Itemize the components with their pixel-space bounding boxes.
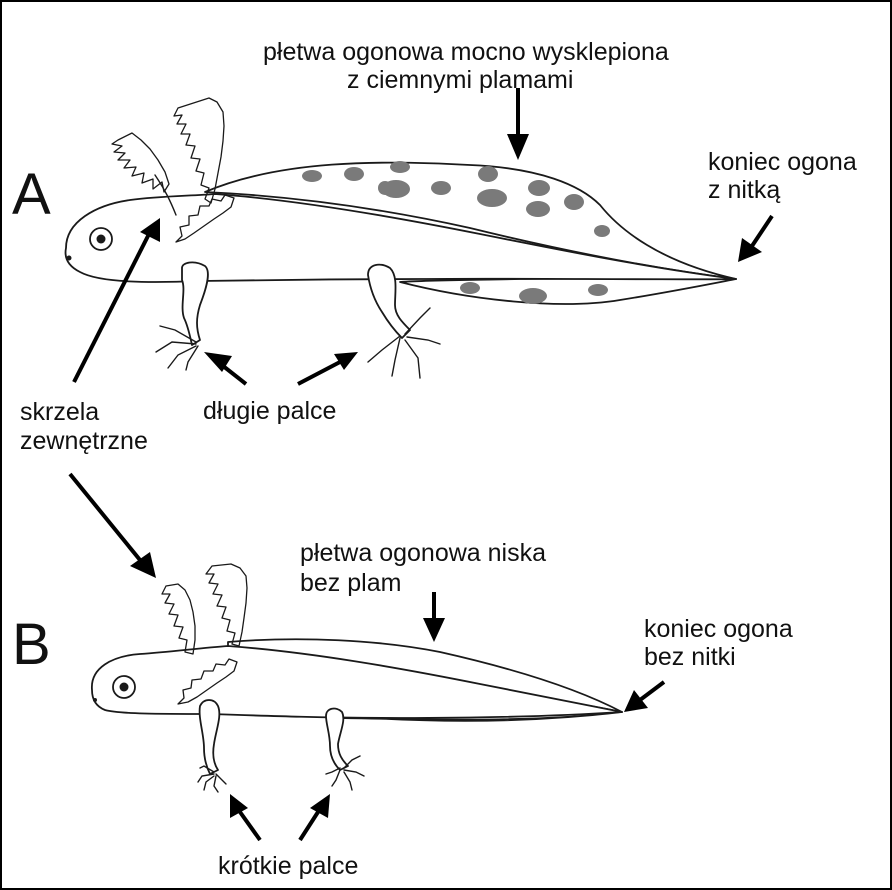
- axolotl-b-back-toes: [326, 756, 364, 790]
- fin-b-label-line2: bez plam: [300, 569, 401, 597]
- arrow-toes-b-2: [300, 812, 318, 840]
- axolotl-a-back-toes: [368, 308, 440, 378]
- arrow-gills-b: [70, 474, 140, 560]
- axolotl-b-gill-2: [206, 564, 247, 646]
- tail-b-label-line2: bez nitki: [644, 643, 736, 671]
- tail-a-label-line1: koniec ogona: [708, 148, 857, 176]
- gills-label-line2: zewnętrzne: [20, 427, 148, 455]
- tail-b-label-line1: koniec ogona: [644, 615, 793, 643]
- arrow-tail-a: [752, 216, 772, 246]
- figure-label-a: A: [12, 162, 51, 227]
- fin-a-label-line2: z ciemnymi plamami: [347, 66, 573, 94]
- axolotl-b-front-leg: [200, 700, 220, 774]
- axolotl-a: [66, 98, 736, 378]
- axolotl-b-gill-1: [162, 584, 195, 654]
- fin-b-label-line1: płetwa ogonowa niska: [300, 539, 546, 567]
- axolotl-b: [92, 564, 622, 792]
- toes-a-label: długie palce: [203, 397, 336, 425]
- gills-label-line1: skrzela: [20, 398, 99, 426]
- figure-label-b: B: [12, 612, 51, 677]
- axolotl-a-lower-fin: [400, 279, 736, 304]
- fin-a-label-line1: płetwa ogonowa mocno wysklepiona: [263, 38, 669, 66]
- tail-a-label-line2: z nitką: [708, 176, 780, 204]
- arrow-toes-a-2: [298, 362, 340, 384]
- axolotl-a-front-leg: [182, 262, 208, 345]
- toes-b-label: krótkie palce: [218, 852, 358, 880]
- arrow-tail-b: [640, 682, 664, 700]
- arrow-toes-b-1: [240, 812, 260, 840]
